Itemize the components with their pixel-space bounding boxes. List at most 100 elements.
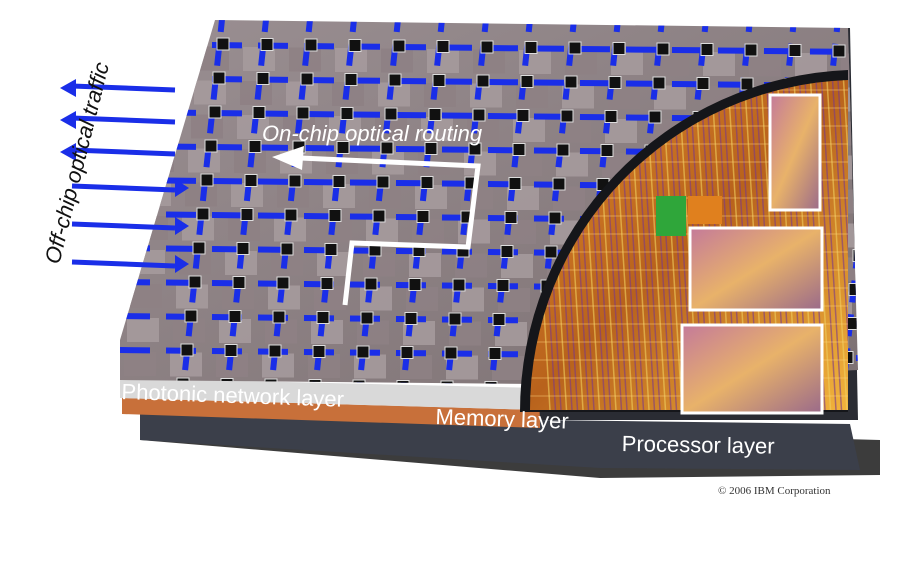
switch-node <box>192 241 206 255</box>
switch-node <box>260 38 274 51</box>
die-circuit-line <box>826 80 848 410</box>
memory-layer-label: Memory layer <box>435 404 570 434</box>
processor-layer-label: Processor layer <box>621 431 775 459</box>
off-chip-arrowhead <box>175 255 189 273</box>
switch-node <box>360 311 374 325</box>
switch-node <box>184 309 198 323</box>
grid-tile <box>124 352 156 376</box>
switch-node <box>520 75 534 88</box>
switch-node <box>268 344 282 358</box>
grid-tile <box>133 250 165 274</box>
switch-node <box>869 114 881 126</box>
switch-node <box>376 175 390 189</box>
switch-node <box>248 140 262 153</box>
switch-node <box>404 312 418 325</box>
switch-node <box>256 72 270 85</box>
switch-node <box>512 143 526 156</box>
grid-tile <box>139 182 171 206</box>
switch-node <box>548 211 562 225</box>
on-chip-routing-label: On-chip optical routing <box>262 121 483 146</box>
switch-node <box>604 110 618 123</box>
switch-node <box>356 345 370 359</box>
switch-node <box>388 73 402 87</box>
switch-node <box>348 39 362 52</box>
processor-die-top <box>768 93 822 212</box>
switch-node <box>484 381 498 384</box>
off-chip-arrow-shaft <box>71 259 176 269</box>
switch-node <box>488 347 502 360</box>
switch-node <box>893 284 900 296</box>
switch-node <box>188 275 202 289</box>
switch-node <box>332 175 346 188</box>
switch-node <box>408 278 422 291</box>
off-chip-arrow-shaft <box>71 115 176 125</box>
switch-node <box>244 174 258 187</box>
vertical-waveguide <box>312 20 358 384</box>
switch-node <box>492 313 506 326</box>
switch-node <box>316 311 330 324</box>
processor-die-middle <box>688 226 824 312</box>
switch-node <box>848 283 858 296</box>
switch-node <box>420 176 434 189</box>
die-circuit-line <box>842 80 848 410</box>
switch-node <box>700 43 714 56</box>
switch-node <box>560 109 574 123</box>
switch-node <box>384 107 398 121</box>
switch-node <box>440 380 454 384</box>
switch-node <box>608 76 622 89</box>
switch-node <box>885 352 897 364</box>
switch-node <box>696 77 710 90</box>
switch-node <box>504 211 518 224</box>
switch-node <box>524 41 538 54</box>
switch-node <box>600 144 614 157</box>
die-circuit-line <box>820 80 843 410</box>
switch-node <box>344 73 358 86</box>
switch-node <box>400 346 414 359</box>
orange-core-block <box>688 196 722 224</box>
switch-node <box>224 344 238 357</box>
switch-node <box>508 177 522 190</box>
memory-layer-slab <box>122 398 540 428</box>
switch-node <box>424 142 438 155</box>
switch-node <box>308 379 322 384</box>
vertical-waveguide <box>488 20 534 384</box>
switch-node <box>340 107 354 120</box>
switch-node <box>873 80 885 92</box>
switch-node <box>300 72 314 86</box>
switch-node <box>881 386 893 398</box>
off-chip-arrowhead <box>175 217 189 235</box>
vertical-waveguide <box>400 20 446 384</box>
switch-node <box>228 310 242 323</box>
green-core-block <box>656 196 686 236</box>
switch-node <box>564 75 578 89</box>
switch-node <box>372 209 386 223</box>
switch-node <box>284 208 298 222</box>
switch-node <box>877 46 889 58</box>
switch-node <box>272 310 286 324</box>
switch-node <box>648 110 662 124</box>
switch-node <box>788 44 802 57</box>
switch-node <box>252 106 266 119</box>
switch-node <box>428 108 442 121</box>
switch-node <box>496 279 510 292</box>
switch-node <box>652 76 666 90</box>
die-circuit-line <box>831 80 848 410</box>
switch-node <box>312 345 326 358</box>
switch-node <box>240 208 254 221</box>
switch-node <box>212 71 226 85</box>
switch-node <box>744 43 758 57</box>
switch-node <box>856 215 858 228</box>
vertical-waveguide <box>356 20 402 384</box>
switch-node <box>448 312 462 326</box>
switch-node <box>180 343 194 357</box>
switch-node <box>552 177 566 191</box>
switch-node <box>480 40 494 54</box>
switch-node <box>865 148 877 160</box>
switch-node <box>364 277 378 291</box>
switch-node <box>380 141 394 155</box>
photonic-layer-edge <box>120 378 540 410</box>
switch-node <box>416 210 430 223</box>
switch-node <box>232 276 246 289</box>
switch-node <box>472 108 486 122</box>
vertical-waveguide <box>224 20 270 384</box>
